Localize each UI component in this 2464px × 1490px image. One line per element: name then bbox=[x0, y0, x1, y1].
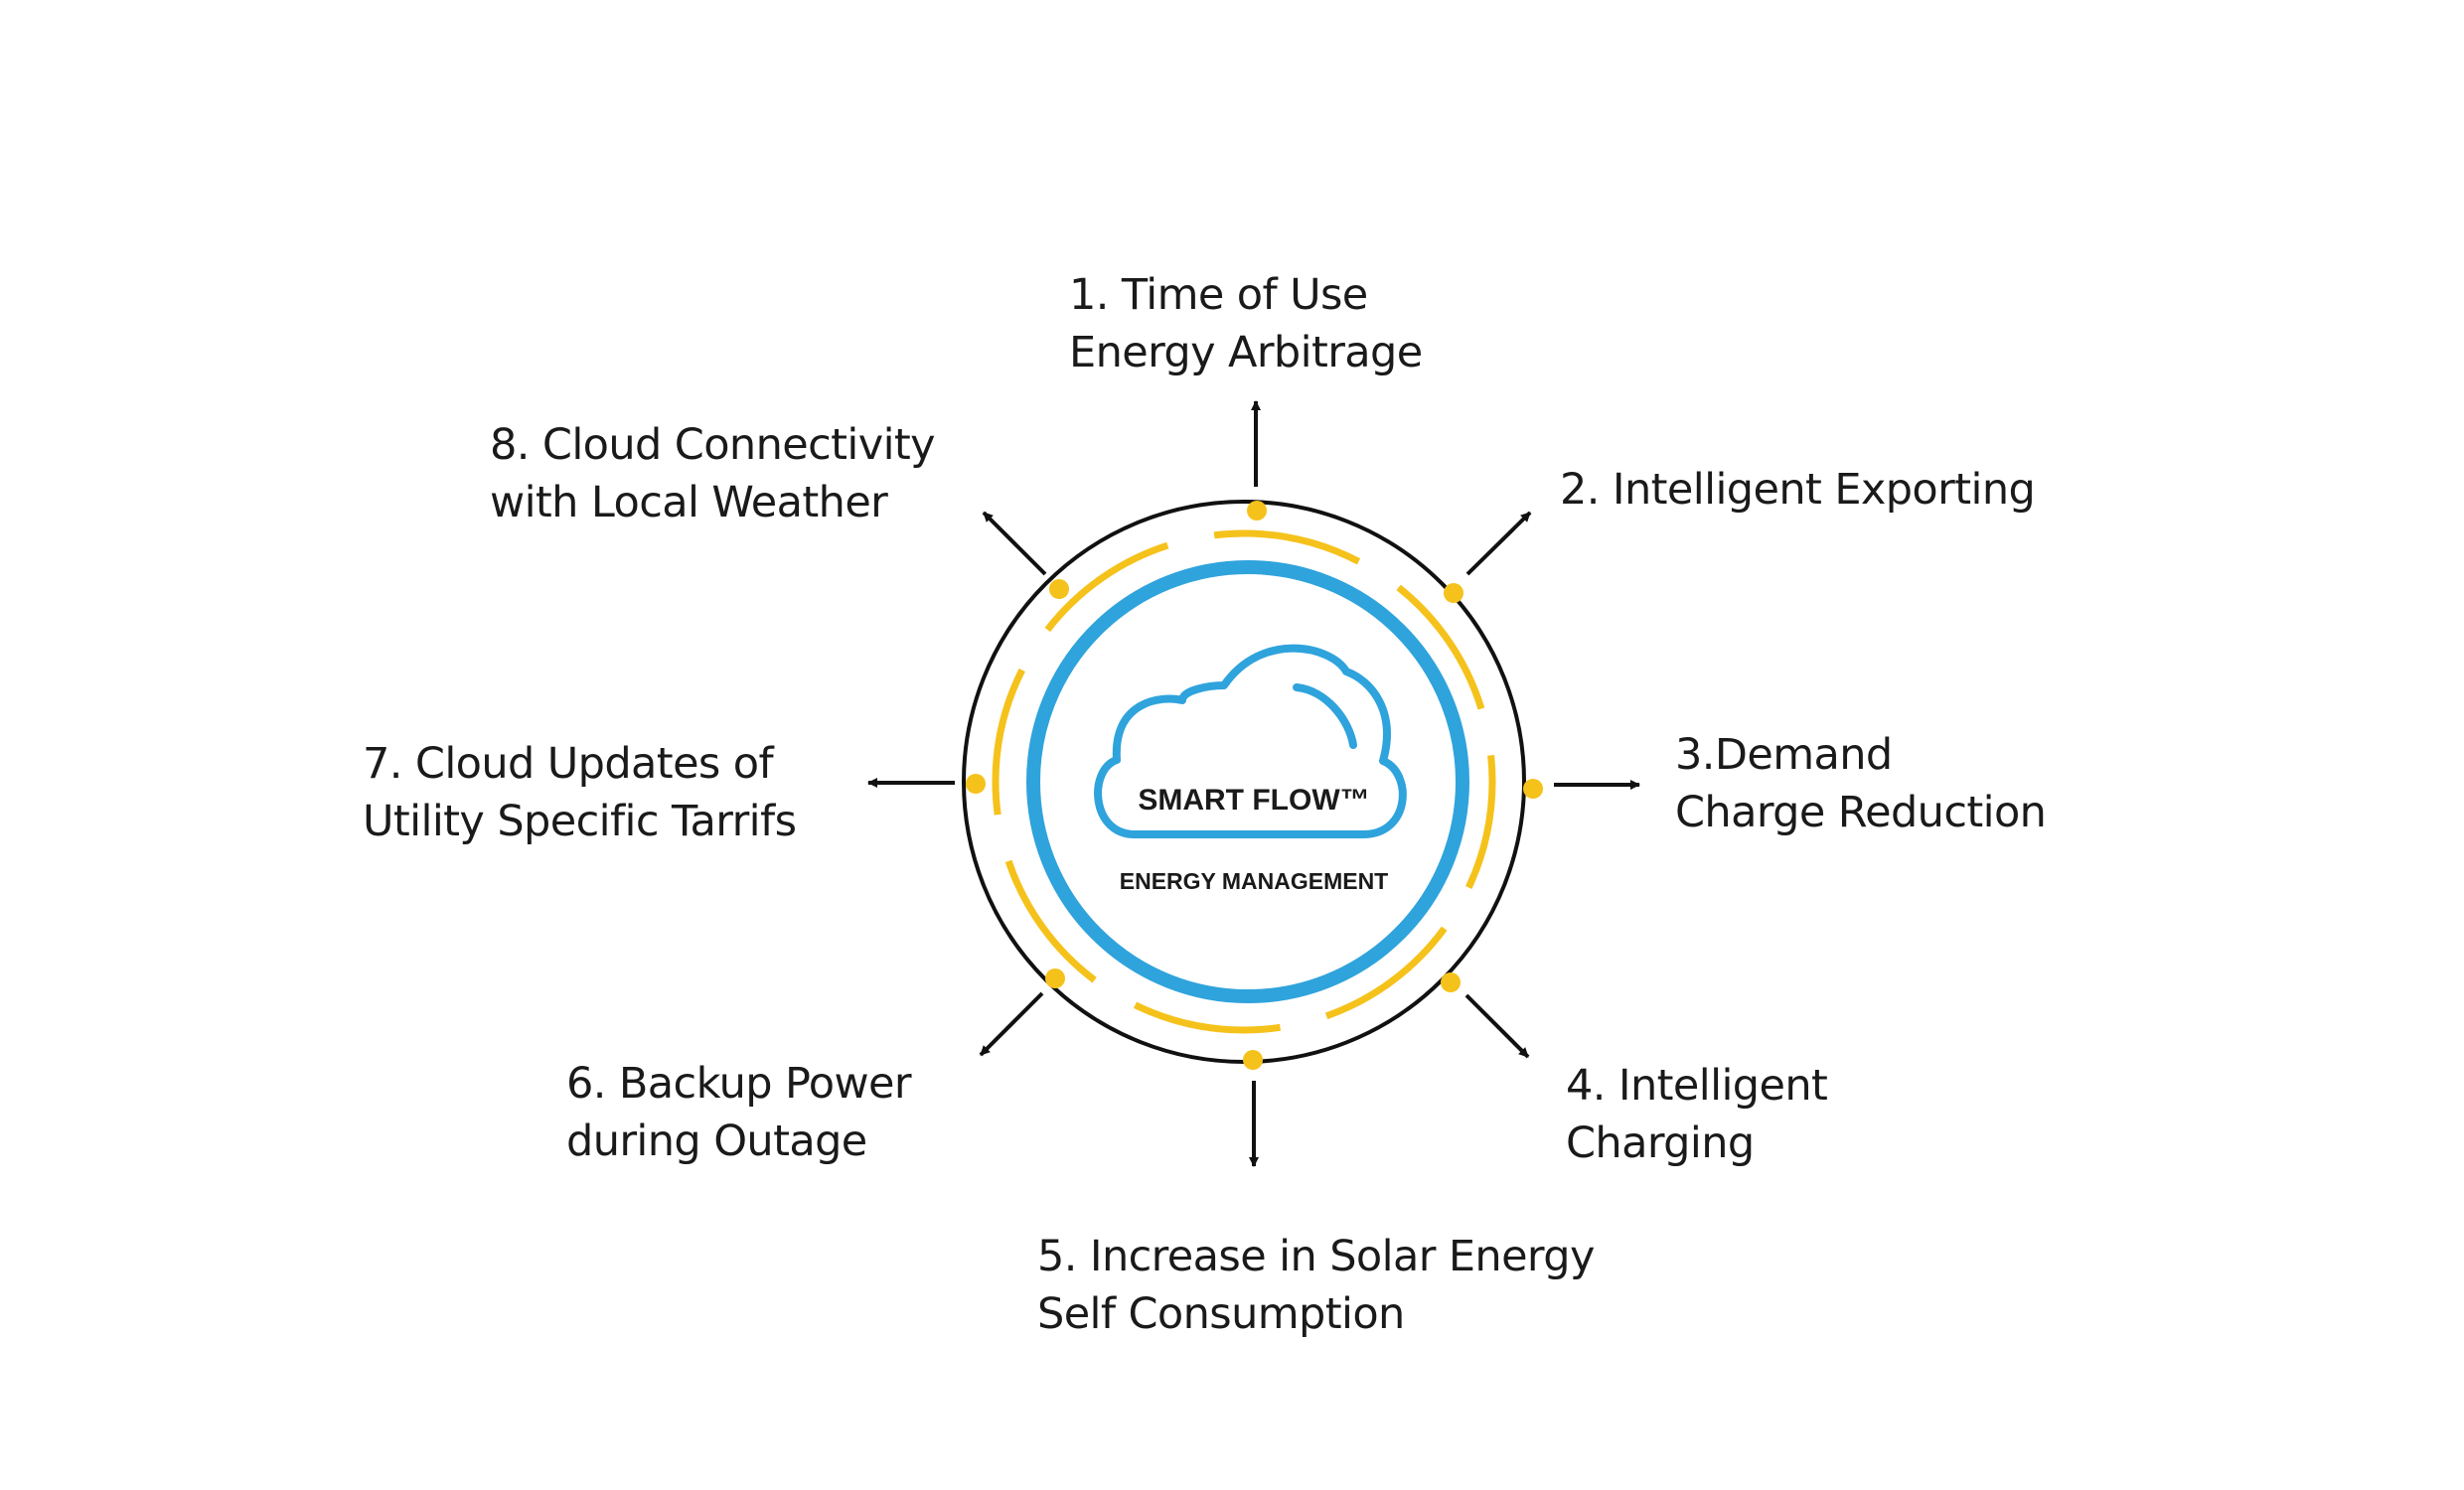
dashed-ring bbox=[992, 529, 1496, 1034]
node-8 bbox=[1049, 579, 1069, 599]
arrow-6 bbox=[979, 991, 1044, 1057]
node-1 bbox=[1247, 501, 1267, 521]
feature-label-time-of-use: 1. Time of Use Energy Arbitrage bbox=[1069, 270, 1423, 377]
feature-label-intelligent-charging: 4. Intelligent Charging bbox=[1566, 1061, 1828, 1168]
center-title: SMART FLOW™ bbox=[1138, 784, 1369, 817]
feature-label-cloud-updates: 7. Cloud Updates of Utility Specific Tar… bbox=[363, 739, 797, 846]
feature-label-intelligent-exporting: 2. Intelligent Exporting bbox=[1560, 465, 2036, 515]
arrow-4 bbox=[1464, 993, 1530, 1059]
cloud-icon bbox=[1094, 644, 1407, 838]
node-5 bbox=[1243, 1050, 1263, 1070]
center-subtitle: ENERGY MANAGEMENT bbox=[1120, 868, 1389, 894]
feature-label-solar-self-consumption: 5. Increase in Solar Energy Self Consump… bbox=[1037, 1232, 1595, 1339]
node-2 bbox=[1444, 583, 1463, 603]
node-6 bbox=[1045, 968, 1065, 988]
node-4 bbox=[1441, 972, 1461, 992]
feature-label-backup-power: 6. Backup Power during Outage bbox=[566, 1059, 912, 1166]
feature-label-cloud-connectivity: 8. Cloud Connectivity with Local Weather bbox=[490, 420, 936, 527]
arrows bbox=[867, 400, 1640, 1167]
arrow-2 bbox=[1465, 511, 1532, 576]
feature-label-demand-charge: 3.Demand Charge Reduction bbox=[1675, 730, 2047, 837]
node-7 bbox=[966, 774, 986, 794]
ring-nodes bbox=[966, 501, 1543, 1070]
node-3 bbox=[1523, 779, 1543, 799]
arrow-8 bbox=[982, 511, 1047, 576]
